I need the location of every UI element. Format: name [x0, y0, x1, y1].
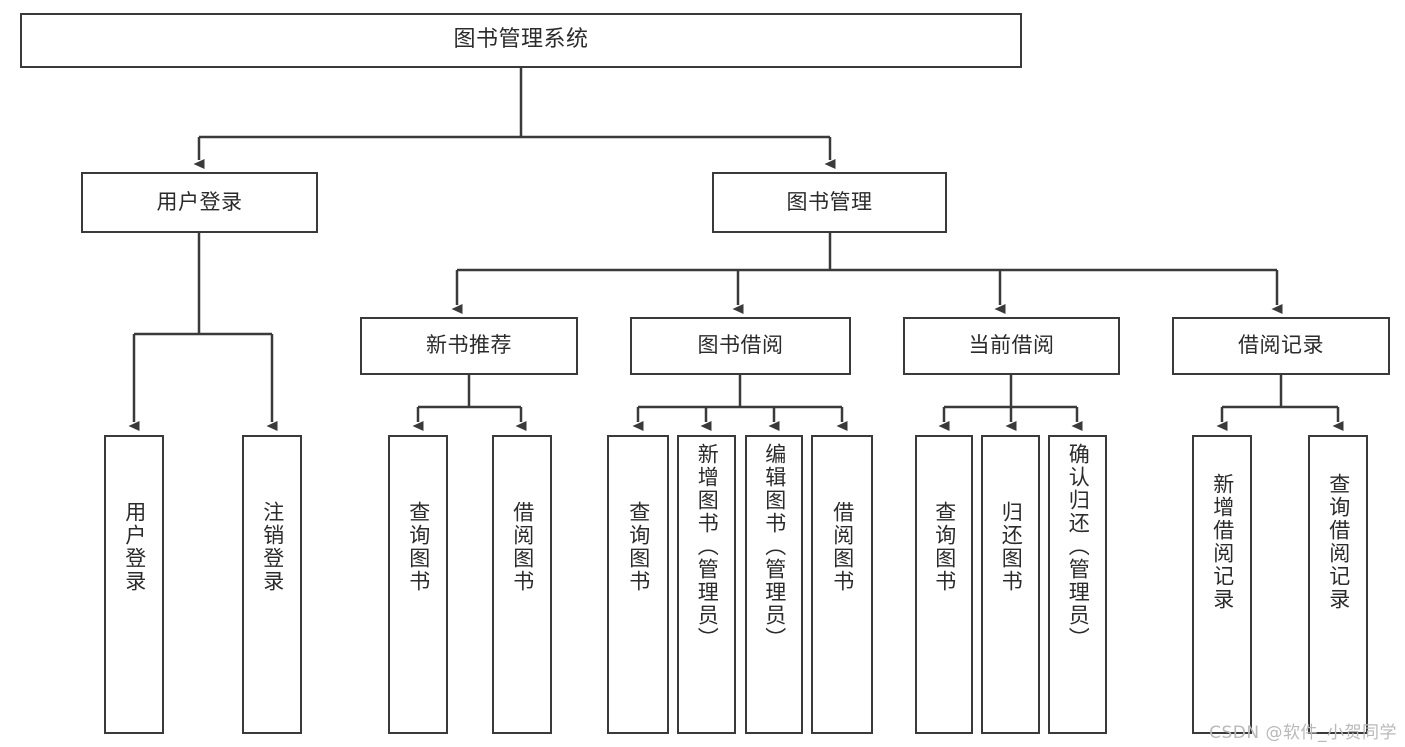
leaf-confirm-return-admin[interactable]: 确认归还（管理员） — [1048, 435, 1107, 734]
node-label: 借阅记录 — [1238, 333, 1324, 358]
node-label: 查询图书 — [626, 501, 651, 593]
node-label: 新书推荐 — [426, 333, 512, 358]
node-label: 当前借阅 — [968, 333, 1055, 358]
leaf-borrow-book[interactable]: 借阅图书 — [811, 435, 873, 734]
node-label: 查询借阅记录 — [1326, 473, 1351, 611]
node-label: 查询图书 — [932, 501, 957, 593]
node-label: 用户登录 — [156, 189, 243, 214]
node-current-borrow[interactable]: 当前借阅 — [903, 317, 1120, 375]
leaf-query-book-recommend[interactable]: 查询图书 — [388, 435, 448, 734]
node-label: 确认归还（管理员） — [1066, 443, 1091, 650]
node-label: 归还图书 — [999, 501, 1024, 593]
node-label: 图书管理系统 — [453, 27, 589, 53]
node-label: 用户登录 — [122, 501, 147, 593]
leaf-logout[interactable]: 注销登录 — [242, 435, 302, 734]
node-label: 编辑图书（管理员） — [762, 443, 787, 650]
leaf-add-borrow-record[interactable]: 新增借阅记录 — [1192, 435, 1252, 734]
leaf-query-book-borrow[interactable]: 查询图书 — [607, 435, 669, 734]
node-label: 图书借阅 — [697, 333, 784, 358]
leaf-user-login[interactable]: 用户登录 — [104, 435, 164, 734]
node-borrow-record[interactable]: 借阅记录 — [1172, 317, 1390, 375]
leaf-borrow-book-recommend[interactable]: 借阅图书 — [492, 435, 552, 734]
node-label: 图书管理 — [786, 189, 873, 214]
node-label: 查询图书 — [406, 501, 431, 593]
leaf-edit-book-admin[interactable]: 编辑图书（管理员） — [745, 435, 803, 734]
leaf-add-book-admin[interactable]: 新增图书（管理员） — [677, 435, 736, 734]
leaf-return-book[interactable]: 归还图书 — [981, 435, 1040, 734]
node-label: 新增图书（管理员） — [695, 443, 720, 650]
node-label: 注销登录 — [260, 501, 285, 593]
node-label: 借阅图书 — [830, 501, 855, 593]
node-new-book-recommend[interactable]: 新书推荐 — [360, 317, 578, 375]
leaf-query-book-current[interactable]: 查询图书 — [915, 435, 973, 734]
node-label: 借阅图书 — [510, 501, 535, 593]
node-user-login[interactable]: 用户登录 — [81, 172, 318, 233]
node-book-borrow[interactable]: 图书借阅 — [630, 317, 851, 375]
node-root-book-management-system[interactable]: 图书管理系统 — [20, 13, 1022, 68]
node-book-management[interactable]: 图书管理 — [712, 172, 947, 233]
node-label: 新增借阅记录 — [1210, 473, 1235, 611]
leaf-query-borrow-record[interactable]: 查询借阅记录 — [1308, 435, 1368, 734]
